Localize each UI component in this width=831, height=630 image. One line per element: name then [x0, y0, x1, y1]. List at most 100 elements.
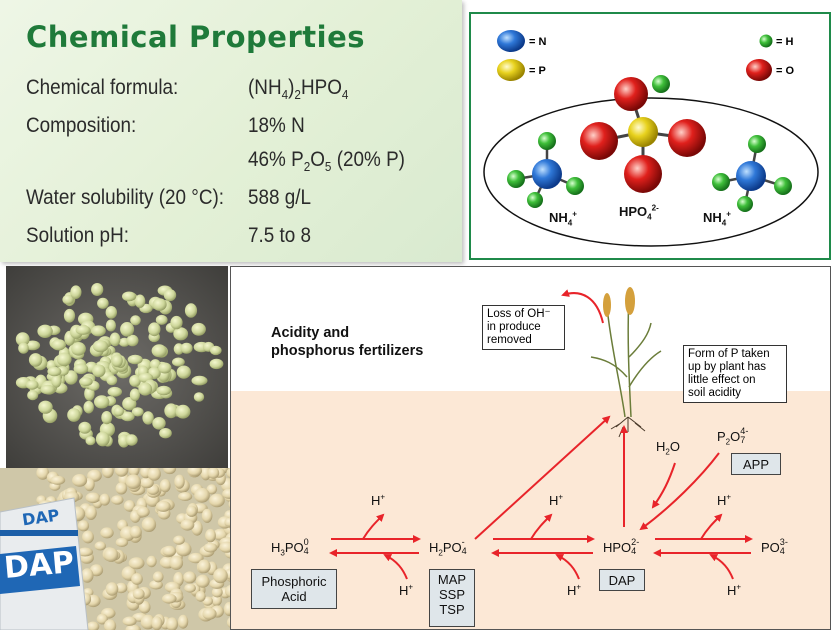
note-form-of-p: Form of P taken up by plant has little e… — [683, 345, 787, 403]
legend-n-atom — [497, 30, 525, 52]
molecule-diagram: = N = P = H = O — [483, 30, 819, 247]
granule — [51, 374, 62, 388]
granule — [89, 564, 104, 577]
granule — [94, 541, 107, 551]
solubility-label: Water solubility (20 °C): — [26, 186, 225, 209]
box-app: APP — [731, 453, 781, 475]
granule — [141, 517, 157, 532]
granule — [125, 624, 141, 630]
granule — [104, 547, 119, 562]
box-line: TSP — [439, 602, 465, 617]
granule — [210, 345, 222, 356]
granule — [15, 332, 30, 347]
granule — [109, 332, 121, 347]
note-oh-line: in produce — [487, 321, 541, 333]
granule — [104, 619, 117, 630]
granule — [152, 298, 167, 311]
note-form-line: soil acidity — [688, 387, 742, 399]
hplus-uptake-2: H+ — [567, 582, 582, 598]
granule — [113, 406, 125, 417]
granule — [188, 552, 204, 564]
granule — [86, 621, 100, 630]
note-oh-loss: Loss of OH⁻ in produce removed — [482, 305, 565, 350]
granule — [209, 493, 225, 508]
granule — [106, 375, 118, 386]
granule — [40, 384, 55, 395]
granule — [151, 344, 167, 358]
granule — [148, 322, 161, 337]
granule — [102, 468, 114, 479]
molecule-boundary — [483, 97, 819, 247]
granule — [211, 587, 223, 598]
granule — [131, 573, 143, 585]
granule — [97, 297, 109, 309]
note-oh-line: removed — [487, 334, 532, 346]
granule — [152, 571, 164, 583]
granule — [64, 370, 78, 385]
formula-label: Chemical formula: — [26, 76, 179, 99]
granule — [81, 568, 94, 583]
granule — [131, 407, 144, 417]
dap-bag-image — [0, 468, 230, 630]
legend-n-label: = N — [529, 36, 546, 48]
granule — [213, 568, 228, 584]
hplus-uptake-1: H+ — [399, 582, 414, 598]
granule — [169, 555, 184, 570]
granule — [115, 537, 129, 547]
solubility-value: 588 g/L — [248, 186, 312, 209]
granule — [140, 477, 154, 489]
hplus-uptake-3: H+ — [727, 582, 742, 598]
granule — [163, 289, 177, 302]
granule — [94, 395, 110, 409]
ph-value: 7.5 to 8 — [248, 224, 312, 247]
granule — [71, 342, 86, 356]
granule — [56, 352, 72, 367]
granule — [209, 358, 224, 370]
granule — [128, 468, 140, 477]
hydrogen-atom-left-bottom — [527, 192, 543, 208]
granule — [107, 386, 123, 397]
box-phosphoric-acid: Phosphoric Acid — [251, 569, 337, 609]
granule — [115, 482, 128, 495]
granule — [162, 545, 177, 557]
granule — [149, 580, 163, 590]
hplus-release-1: H+ — [371, 492, 386, 508]
legend-p-atom — [497, 59, 525, 81]
granule — [212, 528, 228, 541]
granule — [134, 294, 146, 308]
granule — [173, 535, 185, 545]
granule — [25, 340, 41, 351]
granule — [191, 322, 206, 336]
granule — [155, 314, 168, 325]
granule — [63, 308, 76, 323]
box-map-ssp-tsp: MAP SSP TSP — [429, 569, 475, 627]
label-nh4-right: NH4+ — [703, 209, 731, 228]
granule — [158, 362, 172, 374]
box-dap: DAP — [599, 569, 645, 591]
label-nh4-left: NH4+ — [549, 209, 577, 228]
granule — [125, 474, 141, 489]
granule — [18, 342, 29, 354]
granule — [129, 525, 142, 539]
composition-label: Composition: — [26, 114, 137, 137]
granule — [105, 306, 118, 319]
granule — [191, 520, 203, 536]
granule — [202, 607, 217, 620]
granule — [138, 600, 151, 614]
granule — [125, 434, 138, 446]
granule — [105, 319, 116, 332]
granule — [91, 325, 106, 337]
granule — [226, 468, 230, 479]
molecule-panel: = N = P = H = O — [469, 12, 831, 260]
granule — [95, 431, 110, 447]
granule — [105, 582, 119, 596]
composition-p: 46% P2O5 (20% P) — [248, 148, 405, 175]
dap-bag-photo: DAP DAP — [0, 468, 230, 630]
hydrogen-atom-right-left — [712, 173, 730, 191]
granule — [67, 408, 81, 422]
granule — [85, 505, 97, 520]
granule — [111, 495, 124, 505]
granule — [203, 542, 218, 553]
granule — [191, 375, 208, 386]
